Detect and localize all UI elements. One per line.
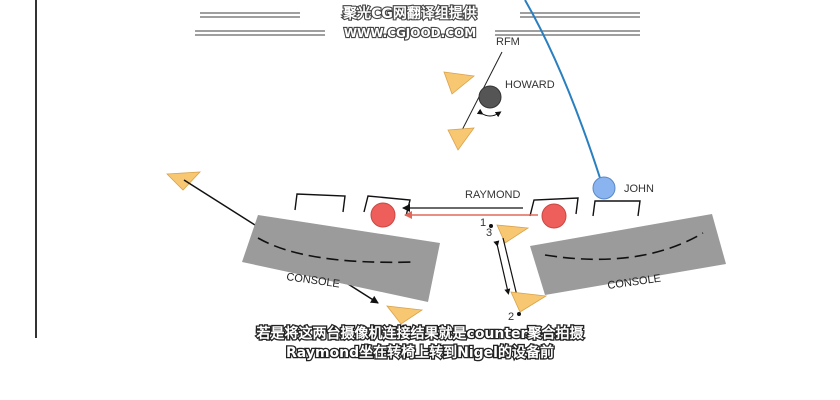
mark-3-label: 3 [486, 227, 492, 239]
mark-2-label: 2 [508, 311, 514, 323]
console-left-arc [257, 237, 413, 264]
watermark: 聚光CG网翻译组提供 WWW.CGJOOD.COM [195, 4, 640, 41]
john-path-line [524, 0, 601, 179]
howard-rotate-arrow-icon [476, 108, 502, 118]
dolly-track-left [493, 240, 511, 295]
watermark-line-1: 聚光CG网翻译组提供 [342, 5, 477, 22]
console-left [242, 215, 440, 302]
mark-2-dot [517, 312, 521, 316]
watermark-line-2: WWW.CGJOOD.COM [344, 26, 476, 40]
console-right [530, 214, 726, 295]
camera-howard-bottom-icon [447, 127, 475, 151]
raymond-figure-left [370, 202, 396, 228]
camera-left-far-icon [166, 171, 201, 191]
john-label: JOHN [624, 183, 654, 195]
raymond-figure-right [541, 203, 567, 229]
camera-dolly-top-icon [496, 224, 530, 244]
raymond-label: RAYMOND [465, 189, 520, 201]
subtitle-line-2: Raymond坐在转椅上转到Nigel的设备前 [286, 344, 554, 361]
rfm-label: RFM [496, 36, 520, 48]
camera-bottom-left-icon [386, 305, 424, 325]
chair-left-empty [294, 193, 346, 213]
camera-dolly-bottom-icon [510, 291, 548, 313]
howard-figure [478, 85, 502, 109]
chair-right-raymond [529, 197, 579, 217]
subtitle-line-1: 若是将这两台摄像机连接结果就是counter聚合拍摄 [256, 325, 585, 342]
chair-right-john [592, 200, 641, 217]
mark-1-label: 1 [480, 217, 486, 229]
camera-howard-top-icon [443, 71, 475, 95]
dolly-track-right [502, 237, 519, 301]
mark-1-dot [489, 224, 493, 228]
howard-label: HOWARD [505, 79, 555, 91]
john-figure [592, 176, 616, 200]
console-right-arc [544, 232, 704, 261]
